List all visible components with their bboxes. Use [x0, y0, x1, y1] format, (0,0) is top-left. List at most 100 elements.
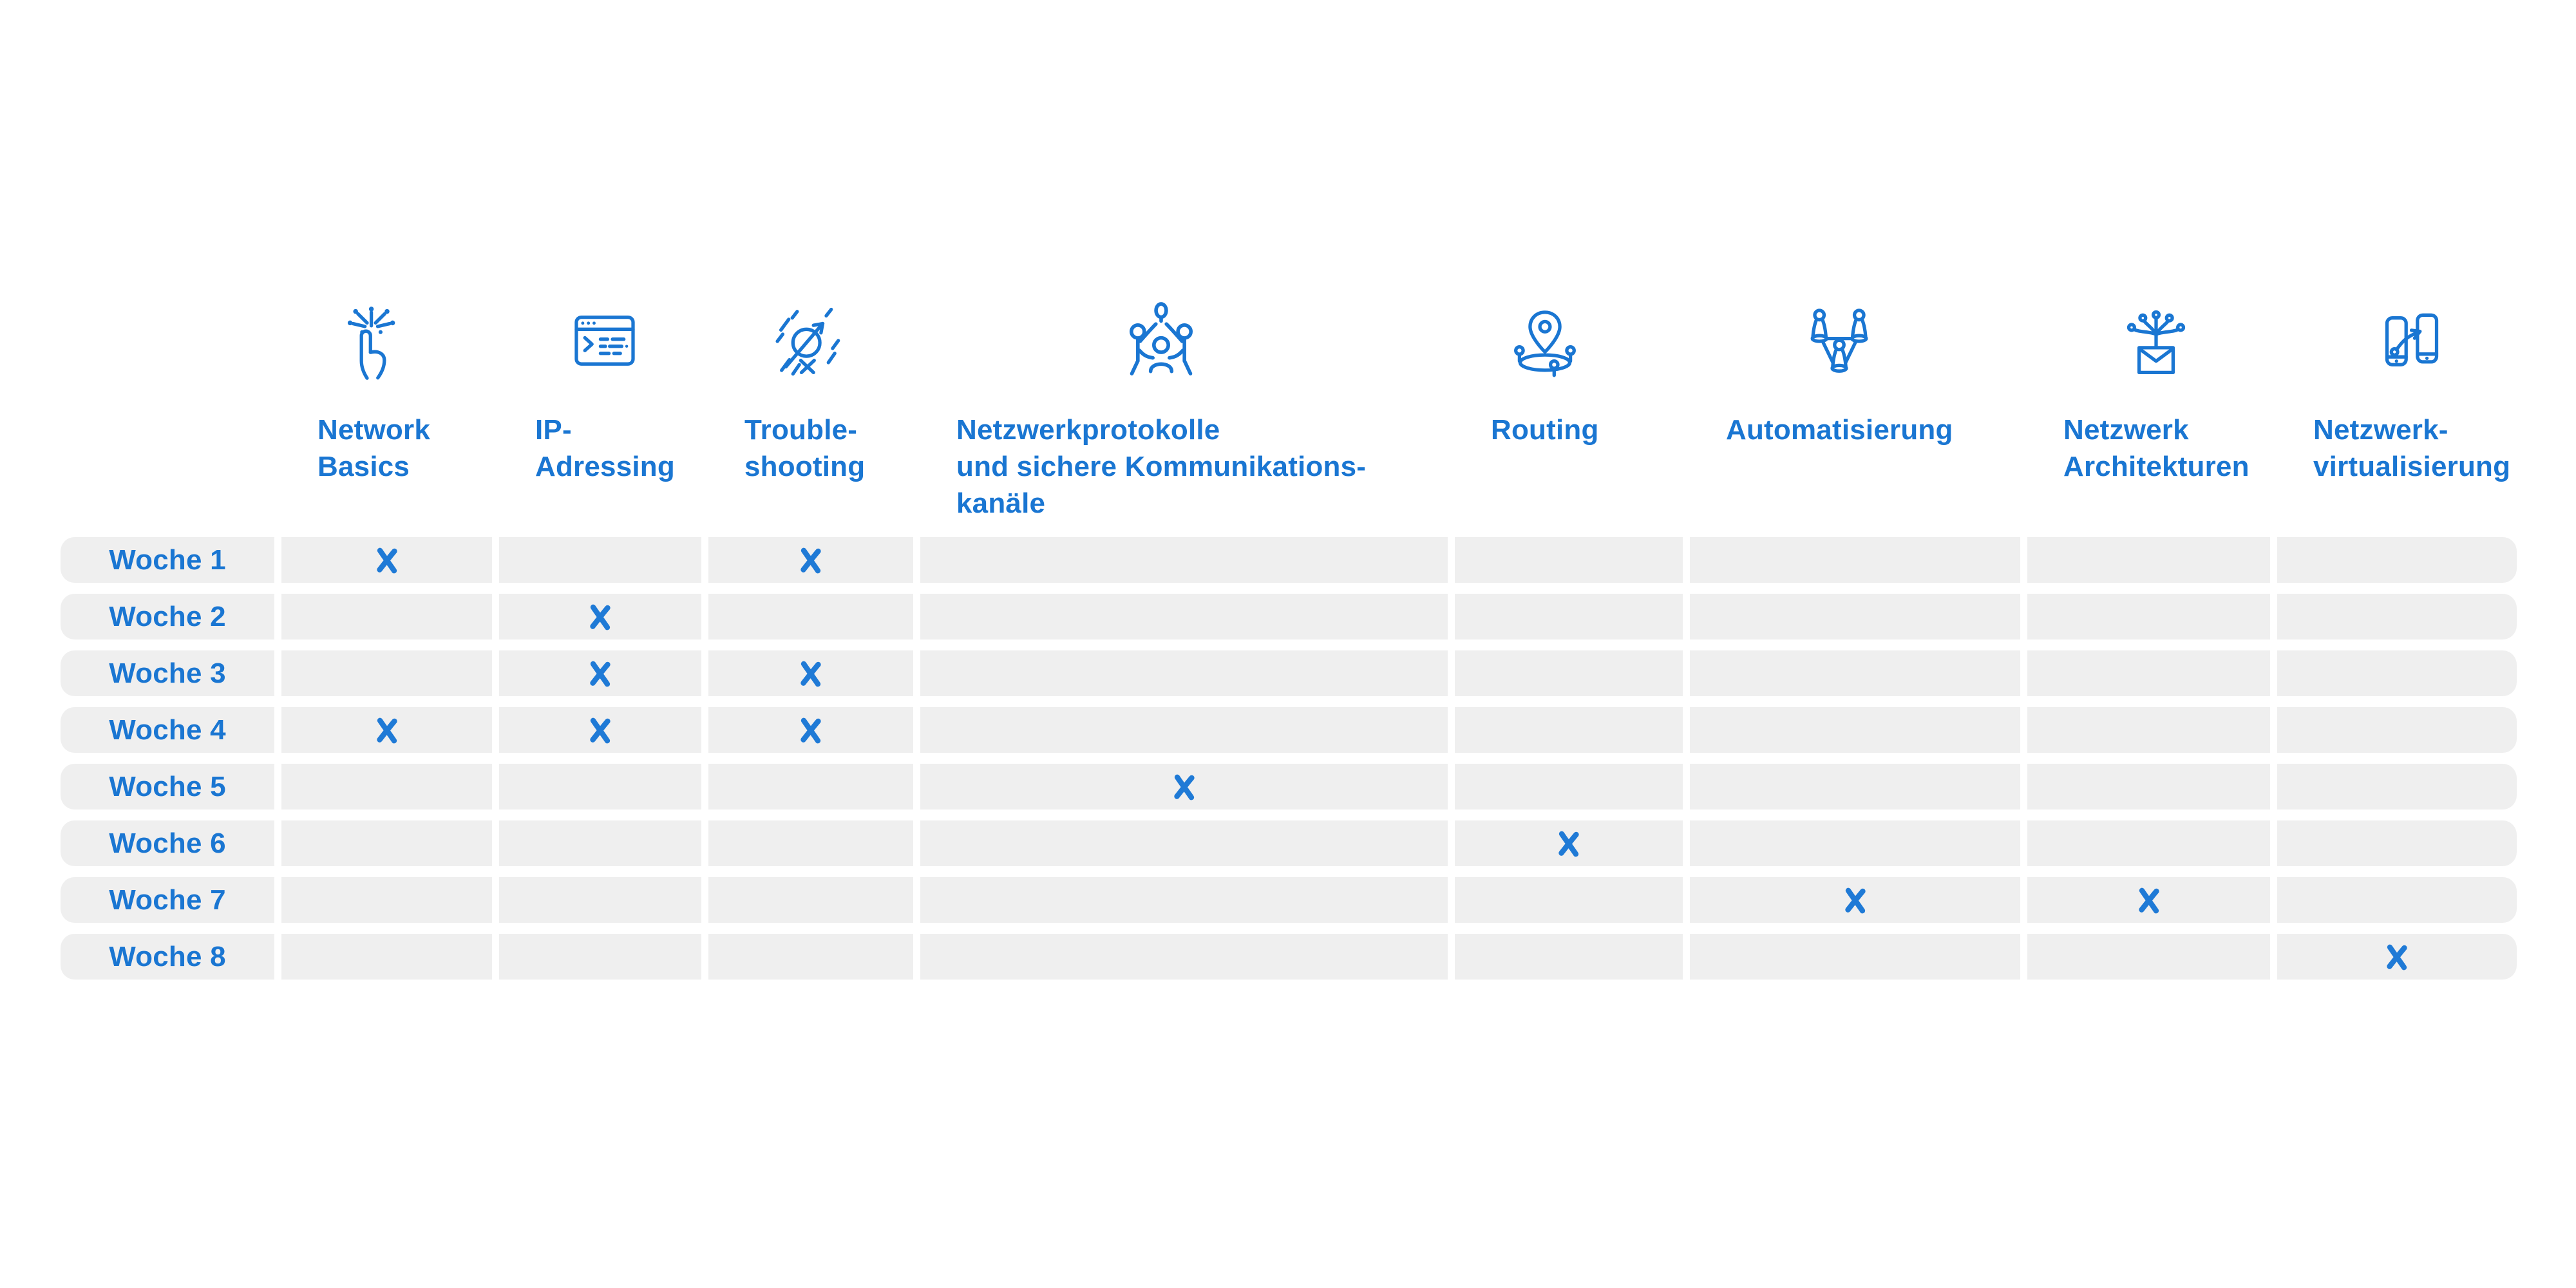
matrix-cell	[1455, 877, 1683, 923]
column-label-line: Automatisierung	[1726, 414, 1953, 446]
column-label-line: Netzwerkprotokolle	[956, 414, 1220, 446]
matrix-cell	[499, 537, 701, 583]
column-header-automatisierung: Automatisierung	[1690, 293, 2020, 526]
matrix-cell	[2277, 650, 2517, 696]
x-mark-icon	[590, 717, 611, 743]
matrix-cell	[2027, 934, 2270, 980]
x-mark-icon	[376, 547, 397, 573]
row-label-woche-1: Woche 1	[61, 537, 274, 583]
column-header-routing: Routing	[1455, 293, 1683, 526]
matrix-cell	[281, 650, 492, 696]
matrix-cell	[1455, 594, 1683, 639]
matrix-cell	[1690, 594, 2020, 639]
matrix-cell	[1455, 764, 1683, 810]
matrix-cell	[1690, 934, 2020, 980]
column-label-line: Adressing	[535, 451, 675, 482]
row-label-woche-4: Woche 4	[61, 707, 274, 753]
x-mark-icon	[590, 661, 611, 687]
matrix-cell	[1690, 764, 2020, 810]
matrix-cell	[1690, 650, 2020, 696]
column-label-line: kanäle	[956, 488, 1046, 519]
row-label-woche-3: Woche 3	[61, 650, 274, 696]
matrix-cell	[708, 934, 913, 980]
column-header-troubleshooting: Trouble- shooting	[708, 293, 913, 526]
matrix-cell	[499, 934, 701, 980]
row-label-woche-8: Woche 8	[61, 934, 274, 980]
matrix-cell	[1690, 820, 2020, 866]
touch-network-icon	[332, 293, 417, 390]
routing-pin-icon	[1502, 293, 1587, 390]
column-header-network-basics: Network Basics	[281, 293, 492, 526]
matrix-cell	[2027, 594, 2270, 639]
phones-swap-icon	[2369, 293, 2454, 390]
column-label-line: Trouble-	[744, 414, 858, 446]
matrix-cell	[708, 594, 913, 639]
matrix-cell	[920, 820, 1448, 866]
matrix-cell	[708, 764, 913, 810]
matrix-cell	[2027, 707, 2270, 753]
column-label-line: Network	[317, 414, 430, 446]
column-label-line: shooting	[744, 451, 866, 482]
matrix-cell	[2027, 764, 2270, 810]
matrix-cell-marked	[281, 707, 492, 753]
matrix-cell	[2027, 820, 2270, 866]
matrix-cell-marked	[1455, 820, 1683, 866]
matrix-cell-marked	[920, 764, 1448, 810]
row-label-woche-5: Woche 5	[61, 764, 274, 810]
x-mark-icon	[800, 547, 821, 573]
column-header-netzwerk-architekturen: Netzwerk Architekturen	[2027, 293, 2270, 526]
matrix-cell	[281, 820, 492, 866]
matrix-cell	[499, 820, 701, 866]
matrix-cell	[920, 877, 1448, 923]
troubleshoot-icon	[762, 293, 848, 390]
column-label-line: Netzwerk	[2063, 414, 2189, 446]
matrix-cell	[1690, 537, 2020, 583]
matrix-cell	[2277, 707, 2517, 753]
matrix-cell	[2277, 594, 2517, 639]
matrix-cell-marked	[708, 537, 913, 583]
x-mark-icon	[590, 604, 611, 630]
column-label-line: IP-	[535, 414, 572, 446]
matrix-cell	[1690, 707, 2020, 753]
matrix-cell-marked	[499, 594, 701, 639]
matrix-cell-marked	[2027, 877, 2270, 923]
matrix-cell	[920, 594, 1448, 639]
matrix-cell	[1455, 537, 1683, 583]
matrix-cell	[708, 877, 913, 923]
row-label-woche-7: Woche 7	[61, 877, 274, 923]
matrix-cell-marked	[499, 650, 701, 696]
matrix-cell	[920, 934, 1448, 980]
matrix-cell	[2277, 537, 2517, 583]
x-mark-icon	[2387, 944, 2407, 970]
course-schedule-table: Network Basics	[61, 293, 2517, 980]
matrix-cell	[2277, 764, 2517, 810]
matrix-cell	[920, 707, 1448, 753]
matrix-cell	[1455, 934, 1683, 980]
matrix-cell-marked	[499, 707, 701, 753]
x-mark-icon	[800, 717, 821, 743]
column-header-netzwerk-virtualisierung: Netzwerk- virtualisierung	[2277, 293, 2517, 526]
column-header-netzwerkprotokolle: Netzwerkprotokolle und sichere Kommunika…	[920, 293, 1448, 526]
column-label-line: Netzwerk-	[2313, 414, 2448, 446]
terminal-window-icon	[562, 293, 647, 390]
matrix-cell-marked	[708, 707, 913, 753]
matrix-cell	[281, 594, 492, 639]
matrix-cell-marked	[1690, 877, 2020, 923]
x-mark-icon	[376, 717, 397, 743]
x-mark-icon	[1844, 887, 1866, 913]
matrix-cell	[2277, 877, 2517, 923]
envelope-network-icon	[2114, 293, 2199, 390]
matrix-cell	[281, 877, 492, 923]
matrix-cell	[2277, 820, 2517, 866]
matrix-cell-marked	[2277, 934, 2517, 980]
row-label-woche-2: Woche 2	[61, 594, 274, 639]
column-label-line: und sichere Kommunikations-	[956, 451, 1367, 482]
x-mark-icon	[800, 661, 821, 687]
x-mark-icon	[1173, 774, 1195, 800]
column-header-ip-adressing: IP- Adressing	[499, 293, 701, 526]
header-spacer	[61, 293, 274, 526]
matrix-cell-marked	[281, 537, 492, 583]
matrix-cell	[2027, 650, 2270, 696]
row-label-woche-6: Woche 6	[61, 820, 274, 866]
column-label-line: Basics	[317, 451, 410, 482]
